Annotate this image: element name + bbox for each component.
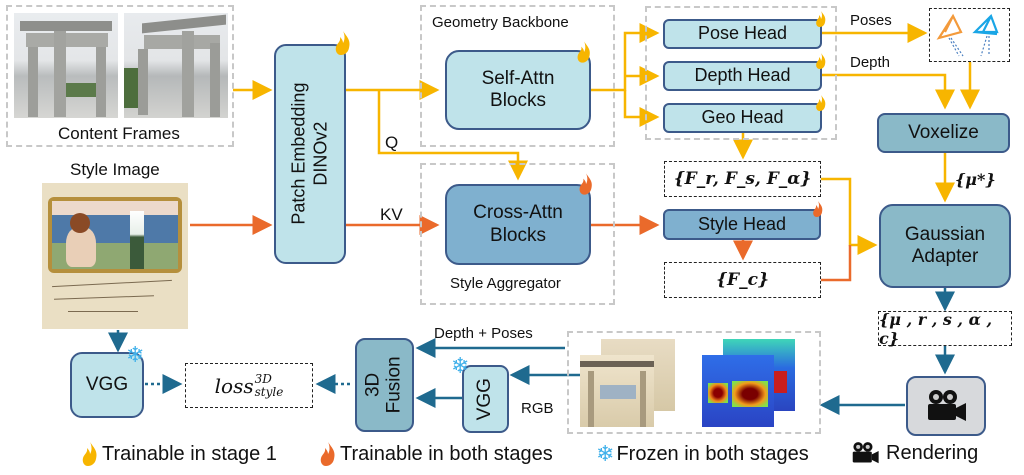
style-image (42, 183, 188, 329)
kv-label: KV (380, 205, 403, 224)
patch-embedding-label: Patch Embedding (288, 82, 309, 226)
geometry-backbone-group (420, 5, 615, 147)
style-loss-box: loss 3D style (185, 363, 313, 408)
snowflake-icon: ❄ (451, 353, 470, 378)
depth-head-node: Depth Head (663, 61, 822, 91)
vgg-left-node: VGG (70, 352, 144, 418)
dinov2-label: DINOv2 (310, 122, 330, 187)
legend-item: Trainable in both stages (318, 441, 553, 467)
rendered-depth-front (702, 355, 774, 427)
rendered-rgb-front (580, 355, 654, 427)
style-features-box: {F_c} (664, 262, 821, 298)
patch-embedding-node: Patch Embedding DINOv2 (274, 44, 346, 264)
depth-poses-label: Depth + Poses (434, 325, 533, 342)
flame-yellow-icon (82, 442, 97, 466)
3d-fusion-node: 3D Fusion (355, 338, 414, 432)
renderer-node (906, 376, 986, 436)
self-attn-node: Self-Attn Blocks (445, 50, 591, 130)
legend-rendering-label: Rendering (886, 441, 979, 464)
legend: Trainable in stage 1 (80, 441, 277, 467)
mu-star-label: {μ*} (955, 170, 996, 189)
legend-both-label: Trainable in both stages (340, 442, 553, 465)
style-aggregator-group (420, 163, 615, 305)
flame-orange-icon (320, 442, 335, 466)
legend-stage1-label: Trainable in stage 1 (102, 442, 277, 465)
rendered-outputs-group (567, 331, 821, 434)
snowflake-icon: ❄ (126, 342, 145, 367)
q-label: Q (385, 133, 399, 152)
flame-yellow-icon (815, 94, 827, 117)
arrow-q (377, 90, 528, 181)
content-frames-label: Content Frames (58, 124, 180, 143)
vgg-right-node: VGG (462, 365, 509, 433)
cross-attn-node: Cross-Attn Blocks (445, 184, 591, 265)
flame-orange-icon (578, 172, 594, 201)
style-head-node: Style Head (663, 209, 821, 240)
content-frame-1 (14, 13, 118, 118)
camera-poses-box (929, 8, 1010, 62)
flame-yellow-icon (334, 30, 352, 61)
content-frame-2 (124, 13, 228, 118)
gaussian-params-box: {μ , r , s , α , c} (878, 310, 1012, 348)
style-aggregator-label: Style Aggregator (450, 275, 561, 292)
geometry-backbone-label: Geometry Backbone (432, 14, 569, 31)
depth-label: Depth (850, 54, 891, 71)
style-image-label: Style Image (70, 160, 160, 179)
camera-icon (928, 390, 966, 421)
pose-head-node: Pose Head (663, 19, 822, 49)
flame-yellow-icon (815, 52, 827, 75)
flame-yellow-icon (576, 40, 592, 69)
snowflake-icon: ❄ (596, 441, 615, 466)
legend-item: ❄ Frozen in both stages (596, 441, 809, 467)
camera-pose-orange-icon (936, 13, 963, 40)
arrow-depth (822, 73, 955, 110)
legend-item: Rendering (850, 441, 978, 465)
flame-orange-icon (812, 200, 824, 223)
voxelize-node: Voxelize (877, 113, 1010, 153)
camera-icon (852, 442, 879, 464)
heads-group (645, 6, 837, 140)
gaussian-adapter-node: Gaussian Adapter (879, 204, 1011, 288)
camera-pose-blue-icon (971, 14, 999, 36)
geo-head-node: Geo Head (663, 103, 822, 133)
flame-yellow-icon (815, 10, 827, 33)
legend-frozen-label: Frozen in both stages (616, 442, 809, 465)
content-frames-group (6, 5, 234, 147)
rgb-label: RGB (521, 400, 554, 417)
geo-features-box: {F_r, F_s, F_α} (664, 161, 821, 197)
poses-label: Poses (850, 12, 892, 29)
